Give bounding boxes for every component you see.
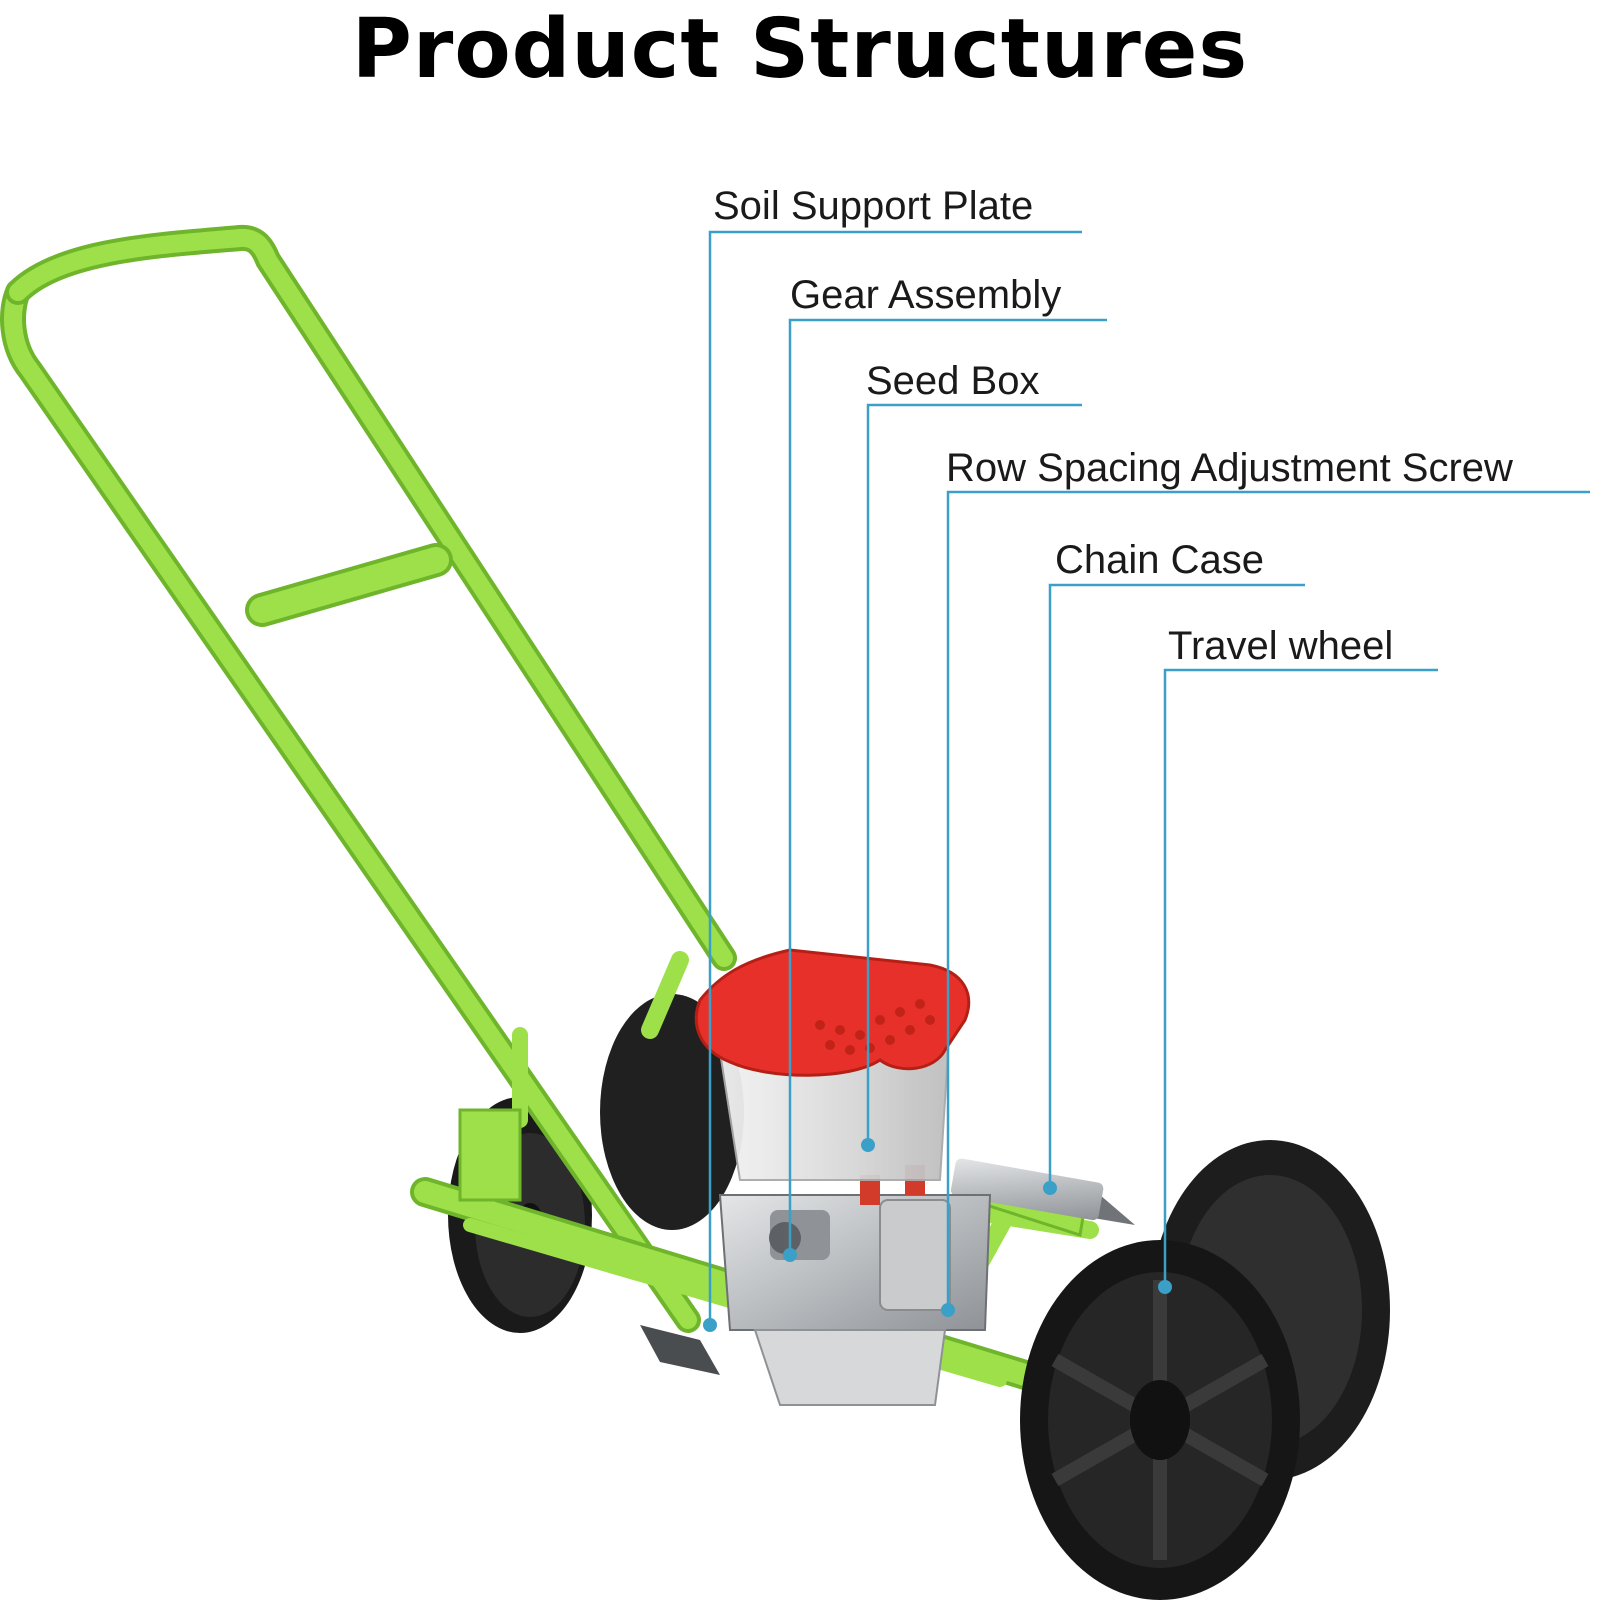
handle-frame (0, 224, 737, 1333)
leader-seed-box (866, 403, 1082, 1145)
chain-case-part (950, 1158, 1135, 1225)
callout-row-spacing-adjustment-screw: Row Spacing Adjustment Screw (946, 446, 1513, 490)
callout-gear-assembly: Gear Assembly (790, 273, 1062, 317)
page-title: Product Structures (351, 2, 1249, 97)
leader-lines (708, 230, 1590, 1325)
callout-soil-support-plate: Soil Support Plate (713, 184, 1034, 228)
rear-wheel-back (600, 994, 744, 1230)
seed-box-part (694, 948, 971, 1181)
leader-soil-support-plate (708, 230, 1082, 1325)
callout-travel-wheel: Travel wheel (1168, 624, 1394, 668)
travel-wheel-front (1020, 1240, 1300, 1600)
leader-gear-assembly (788, 318, 1107, 1255)
leader-dots (703, 1138, 1172, 1332)
leader-row-spacing-adjustment-screw (946, 490, 1590, 1310)
metering-unit (640, 1165, 992, 1406)
callout-seed-box: Seed Box (866, 359, 1040, 403)
leader-chain-case (1048, 583, 1305, 1188)
callout-chain-case: Chain Case (1055, 538, 1265, 582)
leader-travel-wheel (1163, 668, 1438, 1287)
